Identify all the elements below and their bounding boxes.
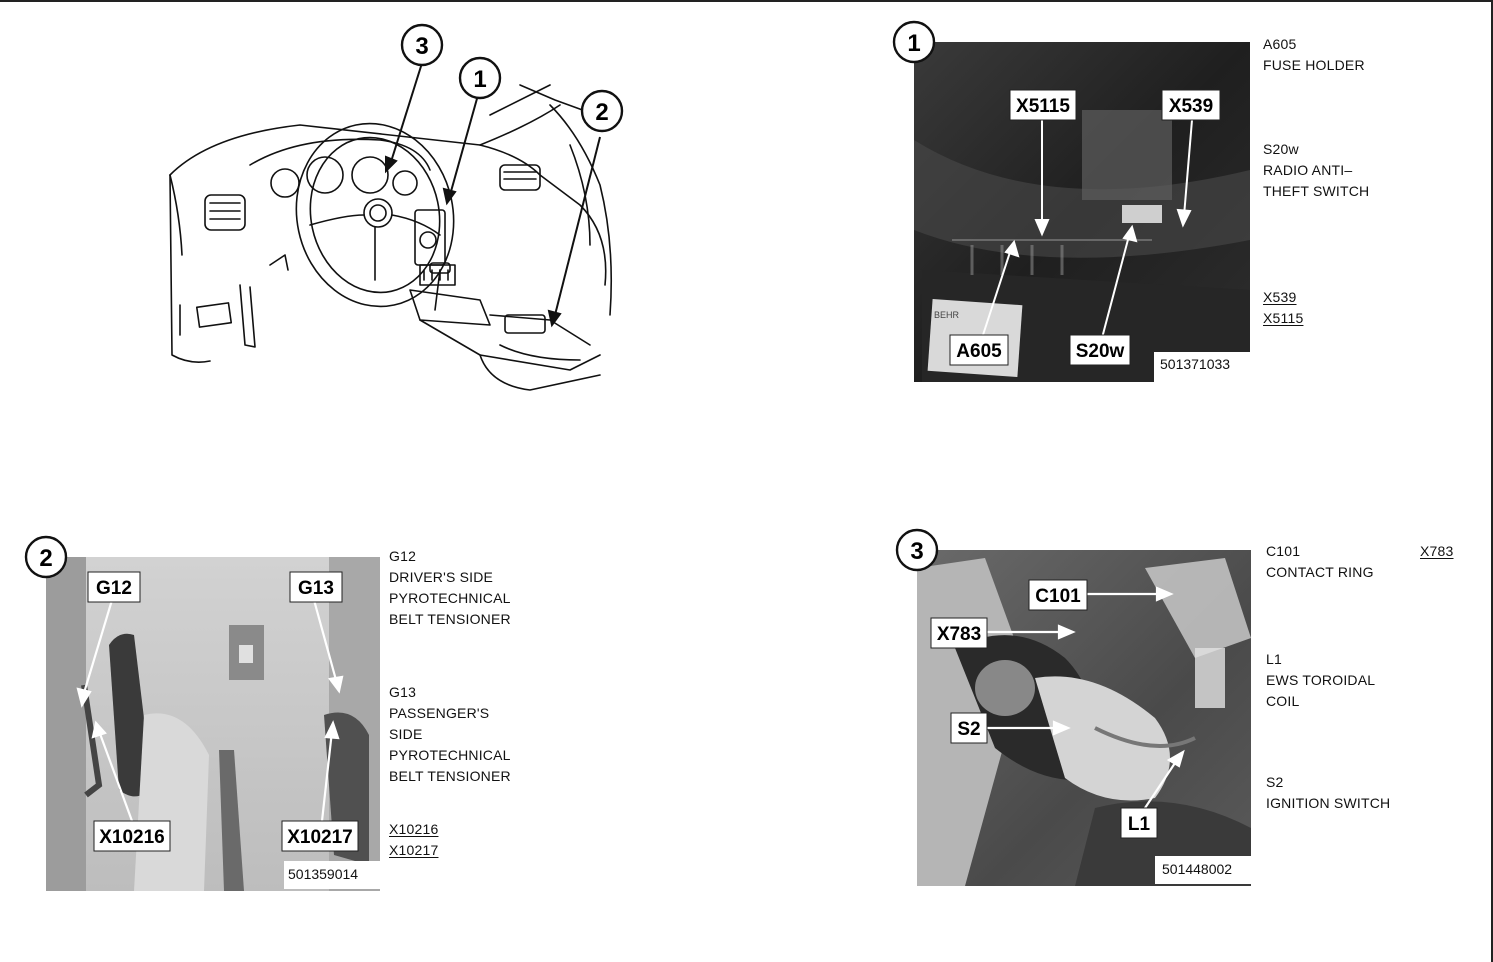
callout-2: 2	[580, 89, 624, 133]
label-a605: A605	[949, 334, 1009, 366]
dashboard-line-art: 3 1 2	[169, 23, 624, 391]
svg-text:S2: S2	[957, 719, 980, 740]
svg-text:G12: G12	[96, 578, 132, 599]
photo-1-image: BEHR X5115 X539 A605 S20w	[892, 20, 1250, 382]
legend-x783-wrap: X783	[1420, 541, 1454, 562]
legend-x10216: X10216	[389, 821, 439, 837]
legend-x539: X539	[1263, 289, 1297, 305]
svg-text:BEHR: BEHR	[934, 310, 960, 320]
photo-1-fuse-holder: BEHR X5115 X539 A605 S20w	[892, 20, 1252, 385]
top-border	[0, 0, 1493, 2]
legend-s2-desc: IGNITION SWITCH	[1266, 795, 1391, 811]
label-x10217: X10217	[281, 820, 359, 852]
label-x10216: X10216	[93, 820, 171, 852]
label-x5115: X5115	[1009, 89, 1077, 121]
svg-text:G13: G13	[298, 578, 334, 599]
svg-text:X539: X539	[1169, 96, 1213, 117]
legend-a605-code: A605	[1263, 36, 1297, 52]
callout-3: 3	[400, 23, 444, 67]
legend-g13-code: G13	[389, 684, 417, 700]
photo-2-belt-tensioners: G12 G13 X10216 X10217 2 501359014	[24, 535, 384, 895]
label-g12: G12	[87, 571, 141, 603]
svg-text:3: 3	[415, 33, 428, 60]
photo-2-legend: G12 DRIVER'S SIDE PYROTECHNICAL BELT TEN…	[389, 546, 511, 861]
photo-1-number: 1	[892, 20, 936, 64]
legend-s20w-code: S20w	[1263, 141, 1299, 157]
legend-g13-desc-1: PASSENGER'S	[389, 705, 490, 721]
legend-g12-desc-2: PYROTECHNICAL	[389, 590, 511, 606]
svg-text:A605: A605	[956, 341, 1002, 362]
label-x539: X539	[1161, 89, 1221, 121]
legend-x783: X783	[1420, 543, 1454, 559]
svg-text:L1: L1	[1128, 814, 1151, 835]
svg-text:X5115: X5115	[1016, 96, 1070, 117]
photo-3-number: 3	[895, 528, 939, 572]
label-g13: G13	[289, 571, 343, 603]
photo-1-code: 501371033	[1160, 356, 1231, 372]
svg-text:X10216: X10216	[99, 827, 165, 848]
svg-text:X783: X783	[937, 624, 981, 645]
svg-text:2: 2	[595, 99, 608, 126]
legend-x5115: X5115	[1263, 310, 1304, 326]
svg-text:S20w: S20w	[1076, 341, 1125, 362]
label-x783: X783	[930, 617, 988, 649]
svg-text:1: 1	[907, 30, 920, 57]
legend-l1-desc-1: EWS TOROIDAL	[1266, 672, 1376, 688]
label-s2: S2	[950, 712, 988, 744]
legend-g13-desc-4: BELT TENSIONER	[389, 768, 511, 784]
svg-text:C101: C101	[1035, 586, 1081, 607]
photo-2-image: G12 G13 X10216 X10217 2	[24, 535, 380, 891]
legend-s20w-desc-1: RADIO ANTI–	[1263, 162, 1353, 178]
legend-a605-desc: FUSE HOLDER	[1263, 57, 1365, 73]
label-c101: C101	[1028, 579, 1088, 611]
svg-text:2: 2	[39, 545, 52, 572]
svg-text:X10217: X10217	[287, 827, 353, 848]
legend-g12-desc-1: DRIVER'S SIDE	[389, 569, 494, 585]
label-l1: L1	[1120, 807, 1158, 839]
photo-2-code: 501359014	[288, 866, 359, 882]
photo-3-legend: C101 CONTACT RING L1 EWS TOROIDAL COIL S…	[1266, 541, 1390, 814]
legend-l1-code: L1	[1266, 651, 1282, 667]
legend-s20w-desc-2: THEFT SWITCH	[1263, 183, 1370, 199]
svg-text:1: 1	[473, 66, 486, 93]
label-s20w: S20w	[1069, 334, 1131, 366]
legend-x10217: X10217	[389, 842, 439, 858]
svg-text:3: 3	[910, 538, 923, 565]
right-border	[1491, 0, 1493, 962]
legend-g13-desc-2: SIDE	[389, 726, 423, 742]
legend-c101-desc: CONTACT RING	[1266, 564, 1374, 580]
dashboard-overview-drawing: 3 1 2	[150, 15, 630, 405]
photo-3-code: 501448002	[1162, 861, 1233, 877]
legend-g13-desc-3: PYROTECHNICAL	[389, 747, 511, 763]
photo-2-number: 2	[24, 535, 68, 579]
photo-1-legend: A605 FUSE HOLDER S20w RADIO ANTI– THEFT …	[1263, 34, 1369, 329]
callout-1: 1	[458, 56, 502, 100]
legend-g12-desc-3: BELT TENSIONER	[389, 611, 511, 627]
legend-g12-code: G12	[389, 548, 417, 564]
legend-s2-code: S2	[1266, 774, 1284, 790]
photo-3-image: C101 X783 S2 L1 3	[895, 528, 1251, 886]
legend-l1-desc-2: COIL	[1266, 693, 1300, 709]
legend-c101-code: C101	[1266, 543, 1301, 559]
photo-3-ignition-switch: C101 X783 S2 L1 3 501448002	[895, 528, 1255, 890]
